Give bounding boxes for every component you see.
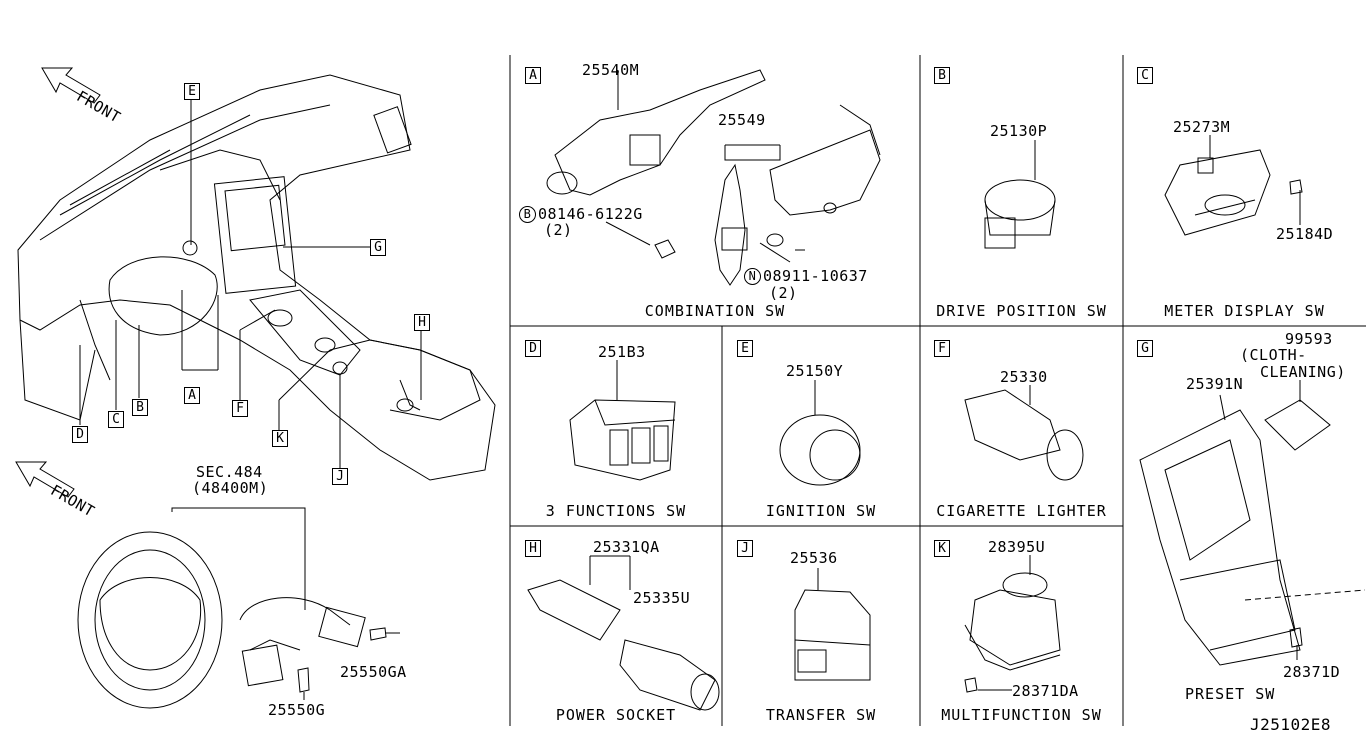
panel-k-title: MULTIFUNCTION SW: [941, 706, 1102, 724]
callout-B[interactable]: B: [132, 399, 148, 416]
panel-k-letter: K: [934, 540, 950, 557]
callout-J[interactable]: J: [332, 468, 348, 485]
preset-sw-drawing: [1139, 380, 1366, 666]
part-28395U: 28395U: [988, 538, 1046, 556]
part-25130P: 25130P: [990, 122, 1048, 140]
part-28371D: 28371D: [1283, 663, 1341, 681]
sec-label: SEC.484: [196, 463, 263, 481]
part-08146-qty: (2): [544, 221, 573, 239]
part-25331QA: 25331QA: [593, 538, 660, 556]
panel-d-title: 3 FUNCTIONS SW: [545, 502, 687, 520]
drive-position-sw-drawing: [984, 140, 1056, 249]
panel-h-letter: H: [525, 540, 541, 557]
panel-h-title: POWER SOCKET: [555, 706, 677, 724]
panel-a-title: COMBINATION SW: [644, 302, 786, 320]
panel-j-letter: J: [737, 540, 753, 557]
diagram-code: J25102E8: [1250, 715, 1332, 734]
callout-E[interactable]: E: [184, 83, 200, 100]
part-25550GA: 25550GA: [340, 663, 407, 681]
transfer-sw-drawing: [794, 568, 871, 681]
part-08911-10637: 08911-10637: [763, 267, 868, 285]
part-99593-desc-2: CLEANING): [1260, 363, 1346, 381]
callout-C[interactable]: C: [108, 411, 124, 428]
callout-D[interactable]: D: [72, 426, 88, 443]
part-25184D: 25184D: [1276, 225, 1334, 243]
panel-d-letter: D: [525, 340, 541, 357]
panel-j-title: TRANSFER SW: [765, 706, 877, 724]
panel-f-letter: F: [934, 340, 950, 357]
part-99593: 99593: [1285, 330, 1333, 348]
cigarette-lighter-drawing: [964, 385, 1084, 481]
part-25550G: 25550G: [268, 701, 326, 719]
multifunction-sw-drawing: [964, 555, 1061, 693]
part-08911-qty: (2): [769, 284, 798, 302]
part-25536: 25536: [790, 549, 838, 567]
panel-g-letter: G: [1137, 340, 1153, 357]
part-25273M: 25273M: [1173, 118, 1231, 136]
panel-e-letter: E: [737, 340, 753, 357]
symbol-n: N: [744, 268, 761, 285]
part-25391N: 25391N: [1186, 375, 1244, 393]
panel-e-title: IGNITION SW: [765, 502, 877, 520]
combination-sw-drawing: [546, 69, 881, 286]
part-25330: 25330: [1000, 368, 1048, 386]
panel-f-title: CIGARETTE LIGHTER: [936, 502, 1107, 520]
sec-part: (48400M): [192, 479, 269, 497]
callout-K[interactable]: K: [272, 430, 288, 447]
part-25549: 25549: [718, 111, 766, 129]
overview-leaders: [79, 100, 422, 468]
callout-F[interactable]: F: [232, 400, 248, 417]
part-25335U: 25335U: [633, 589, 691, 607]
panel-a-letter: A: [525, 67, 541, 84]
panel-g-title: PRESET SW: [1185, 685, 1276, 703]
part-25540M: 25540M: [582, 61, 640, 79]
power-socket-drawing: [527, 555, 720, 711]
steering-wheel-drawing: [77, 507, 400, 709]
front-arrow-top: [41, 67, 101, 104]
part-08146-6122G: 08146-6122G: [538, 205, 643, 223]
callout-G[interactable]: G: [370, 239, 386, 256]
callout-H[interactable]: H: [414, 314, 430, 331]
dashboard-drawing: [17, 74, 496, 481]
front-arrow-bottom: [15, 461, 75, 498]
part-99593-desc-1: (CLOTH-: [1240, 346, 1307, 364]
panel-c-letter: C: [1137, 67, 1153, 84]
ignition-sw-drawing: [779, 380, 861, 486]
callout-A[interactable]: A: [184, 387, 200, 404]
grid-frame: [509, 55, 1366, 726]
part-251B3: 251B3: [598, 343, 646, 361]
panel-b-title: DRIVE POSITION SW: [936, 302, 1107, 320]
symbol-b: B: [519, 206, 536, 223]
part-28371DA: 28371DA: [1012, 682, 1079, 700]
panel-c-title: METER DISPLAY SW: [1164, 302, 1325, 320]
3-functions-sw-drawing: [569, 360, 676, 481]
part-25150Y: 25150Y: [786, 362, 844, 380]
meter-display-sw-drawing: [1164, 135, 1303, 236]
panel-b-letter: B: [934, 67, 950, 84]
